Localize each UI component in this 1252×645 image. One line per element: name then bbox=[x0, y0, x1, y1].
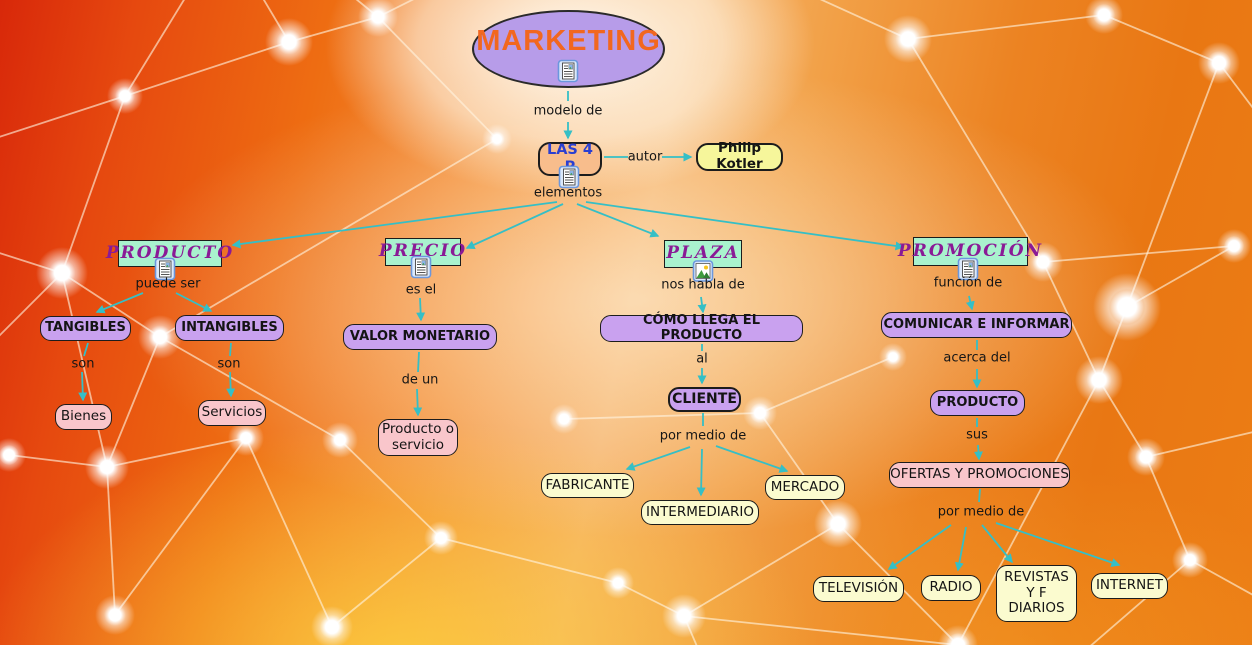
node-label: REVISTAS Y F DIARIOS bbox=[1004, 569, 1069, 617]
resource-link-precio[interactable] bbox=[411, 256, 432, 279]
link-label-de-un[interactable]: de un bbox=[401, 372, 439, 388]
node-label: TELEVISIÓN bbox=[818, 580, 899, 597]
node-tangibles[interactable]: TANGIBLES bbox=[40, 316, 131, 341]
link-label-nos-habla-de[interactable]: nos habla de bbox=[661, 277, 745, 293]
node-cliente[interactable]: CLIENTE bbox=[668, 387, 741, 412]
node-label: PRECIO bbox=[378, 241, 468, 262]
link-label-son-tangibles[interactable]: son bbox=[71, 356, 95, 372]
node-mercado[interactable]: MERCADO bbox=[765, 475, 845, 500]
node-label: Producto o servicio bbox=[381, 420, 455, 453]
node-fabricante[interactable]: FABRICANTE bbox=[541, 473, 634, 498]
node-television[interactable]: TELEVISIÓN bbox=[813, 576, 904, 602]
node-producto-o-servicio[interactable]: Producto o servicio bbox=[378, 419, 458, 456]
node-label: PRODUCTO bbox=[105, 242, 235, 263]
node-label: PRODUCTO bbox=[936, 394, 1019, 410]
node-label: CLIENTE bbox=[672, 391, 737, 408]
node-label: RADIO bbox=[929, 579, 973, 596]
node-intangibles[interactable]: INTANGIBLES bbox=[175, 315, 284, 341]
link-label-por-medio-de-plaza[interactable]: por medio de bbox=[659, 428, 747, 444]
link-label-por-medio-de-promocion[interactable]: por medio de bbox=[937, 504, 1025, 520]
node-label: TANGIBLES bbox=[45, 320, 126, 336]
node-plaza[interactable]: PLAZA bbox=[664, 240, 742, 268]
node-label: FABRICANTE bbox=[545, 476, 630, 493]
node-label: OFERTAS Y PROMOCIONES bbox=[890, 466, 1069, 483]
node-label: INTANGIBLES bbox=[181, 319, 278, 335]
link-label-acerca-del[interactable]: acerca del bbox=[943, 350, 1011, 366]
node-label: COMUNICAR E INFORMAR bbox=[883, 316, 1070, 332]
node-producto-promocion[interactable]: PRODUCTO bbox=[930, 390, 1025, 416]
node-label: Servicios bbox=[201, 404, 263, 421]
resource-link-marketing[interactable] bbox=[558, 60, 579, 83]
node-ofertas-y-promociones[interactable]: OFERTAS Y PROMOCIONES bbox=[889, 462, 1070, 488]
link-label-funcion-de[interactable]: función de bbox=[933, 275, 1003, 291]
link-label-son-intangibles[interactable]: son bbox=[217, 356, 241, 372]
node-label: INTERMEDIARIO bbox=[645, 503, 754, 520]
node-label: Philip Kotler bbox=[716, 140, 763, 172]
node-philip-kotler[interactable]: Philip Kotler bbox=[696, 140, 783, 172]
node-internet[interactable]: INTERNET bbox=[1091, 573, 1168, 599]
link-label-al[interactable]: al bbox=[696, 351, 708, 367]
node-bienes[interactable]: Bienes bbox=[55, 404, 112, 430]
node-servicios[interactable]: Servicios bbox=[198, 400, 266, 426]
node-label: Bienes bbox=[60, 408, 107, 425]
node-label: INTERNET bbox=[1095, 577, 1164, 594]
link-label-modelo-de[interactable]: modelo de bbox=[533, 103, 603, 119]
node-promocion[interactable]: PROMOCIÓN bbox=[898, 237, 1041, 266]
document-icon bbox=[411, 256, 432, 279]
link-label-sus[interactable]: sus bbox=[966, 427, 988, 443]
link-label-puede-ser[interactable]: puede ser bbox=[135, 276, 201, 292]
link-label-autor[interactable]: autor bbox=[627, 149, 663, 165]
document-icon bbox=[558, 60, 579, 83]
link-label-elementos[interactable]: elementos bbox=[533, 185, 603, 201]
node-como-llega-el-producto[interactable]: CÓMO LLEGA EL PRODUCTO bbox=[600, 312, 803, 343]
node-label: MARKETING bbox=[476, 25, 661, 58]
node-label: PLAZA bbox=[666, 243, 740, 264]
node-intermediario[interactable]: INTERMEDIARIO bbox=[641, 500, 759, 525]
node-radio[interactable]: RADIO bbox=[921, 575, 981, 601]
node-label: MERCADO bbox=[770, 478, 840, 495]
node-valor-monetario[interactable]: VALOR MONETARIO bbox=[343, 324, 497, 350]
node-revistas-y-f-diarios[interactable]: REVISTAS Y F DIARIOS bbox=[996, 565, 1077, 622]
node-label: VALOR MONETARIO bbox=[349, 328, 491, 344]
link-label-es-el[interactable]: es el bbox=[405, 282, 437, 298]
node-label: PROMOCIÓN bbox=[897, 240, 1044, 261]
node-comunicar-e-informar[interactable]: COMUNICAR E INFORMAR bbox=[881, 312, 1072, 338]
node-label: CÓMO LLEGA EL PRODUCTO bbox=[643, 312, 760, 343]
